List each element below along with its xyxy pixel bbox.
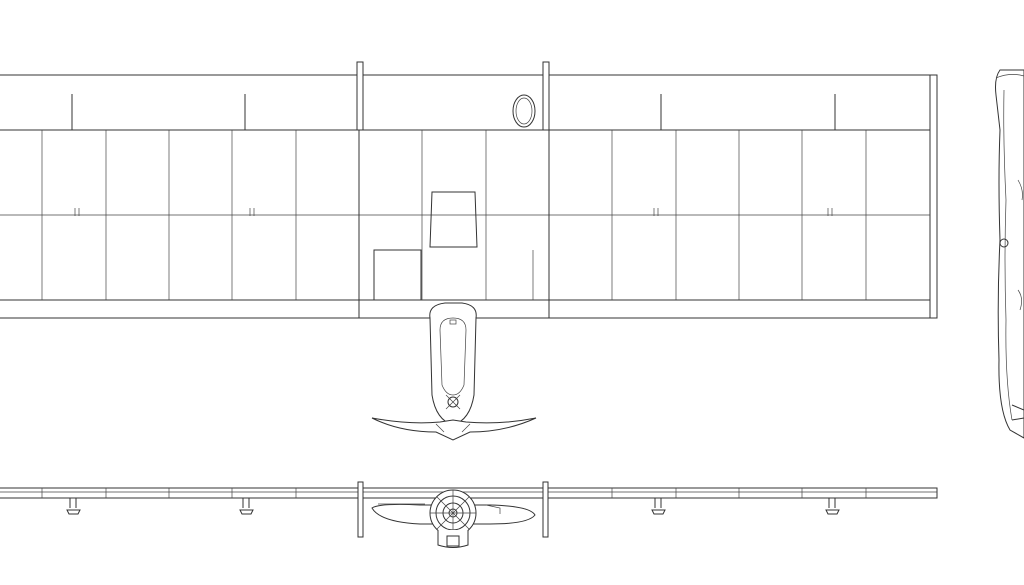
- front-propeller: [429, 489, 477, 537]
- top-view: [0, 61, 938, 441]
- front-pylon-left: [357, 481, 364, 538]
- front-pylon-right: [542, 481, 549, 538]
- horizontal-tail: [371, 417, 537, 441]
- pylon-right: [542, 61, 550, 131]
- center-panel-trapezoid: [429, 191, 478, 248]
- wing-feet: [66, 498, 840, 515]
- side-wing-pivot: [999, 238, 1009, 248]
- center-panel-square: [373, 249, 422, 301]
- solar-panel-grid: [0, 130, 930, 300]
- side-view: [995, 69, 1024, 439]
- pylon-left: [356, 61, 364, 131]
- fuselage-pod: [429, 302, 477, 426]
- prop-hub: [447, 396, 459, 408]
- wing-outline: [0, 74, 938, 319]
- oval-hatch: [512, 94, 536, 128]
- front-view: [0, 481, 938, 548]
- front-landing-gear: [437, 530, 469, 548]
- side-fuselage: [995, 69, 1024, 439]
